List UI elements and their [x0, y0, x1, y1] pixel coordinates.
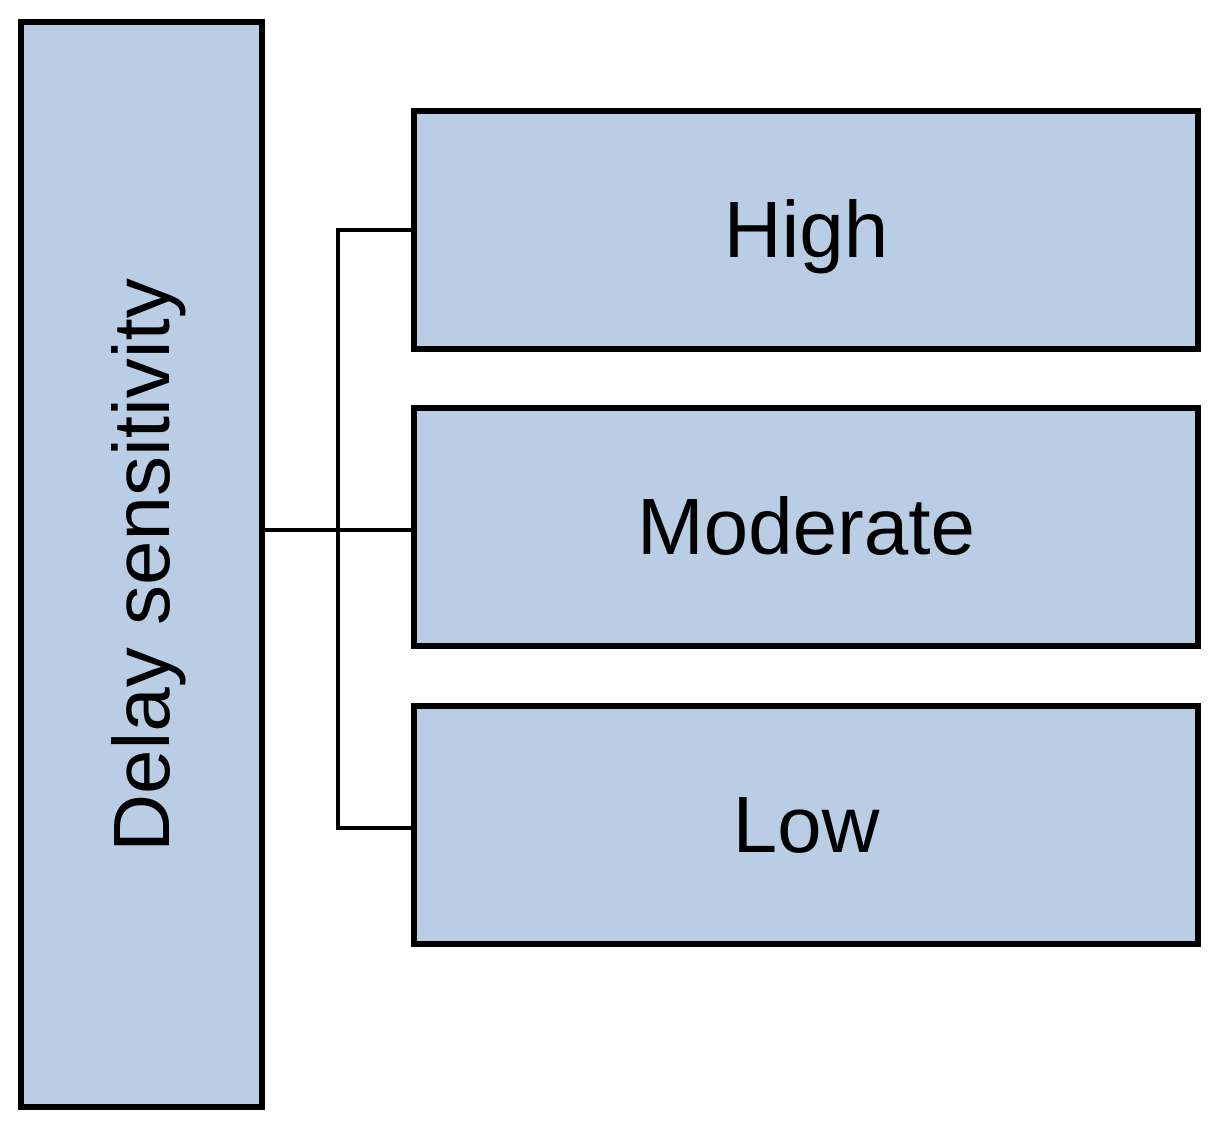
root-node: Delay sensitivity [18, 19, 265, 1110]
child-node-label: High [723, 185, 889, 274]
child-node-low: Low [411, 703, 1201, 947]
root-node-label: Delay sensitivity [96, 277, 186, 852]
child-node-high: High [411, 108, 1201, 352]
child-node-label: Low [732, 780, 880, 869]
child-node-label: Moderate [637, 482, 975, 571]
child-node-moderate: Moderate [411, 405, 1201, 649]
